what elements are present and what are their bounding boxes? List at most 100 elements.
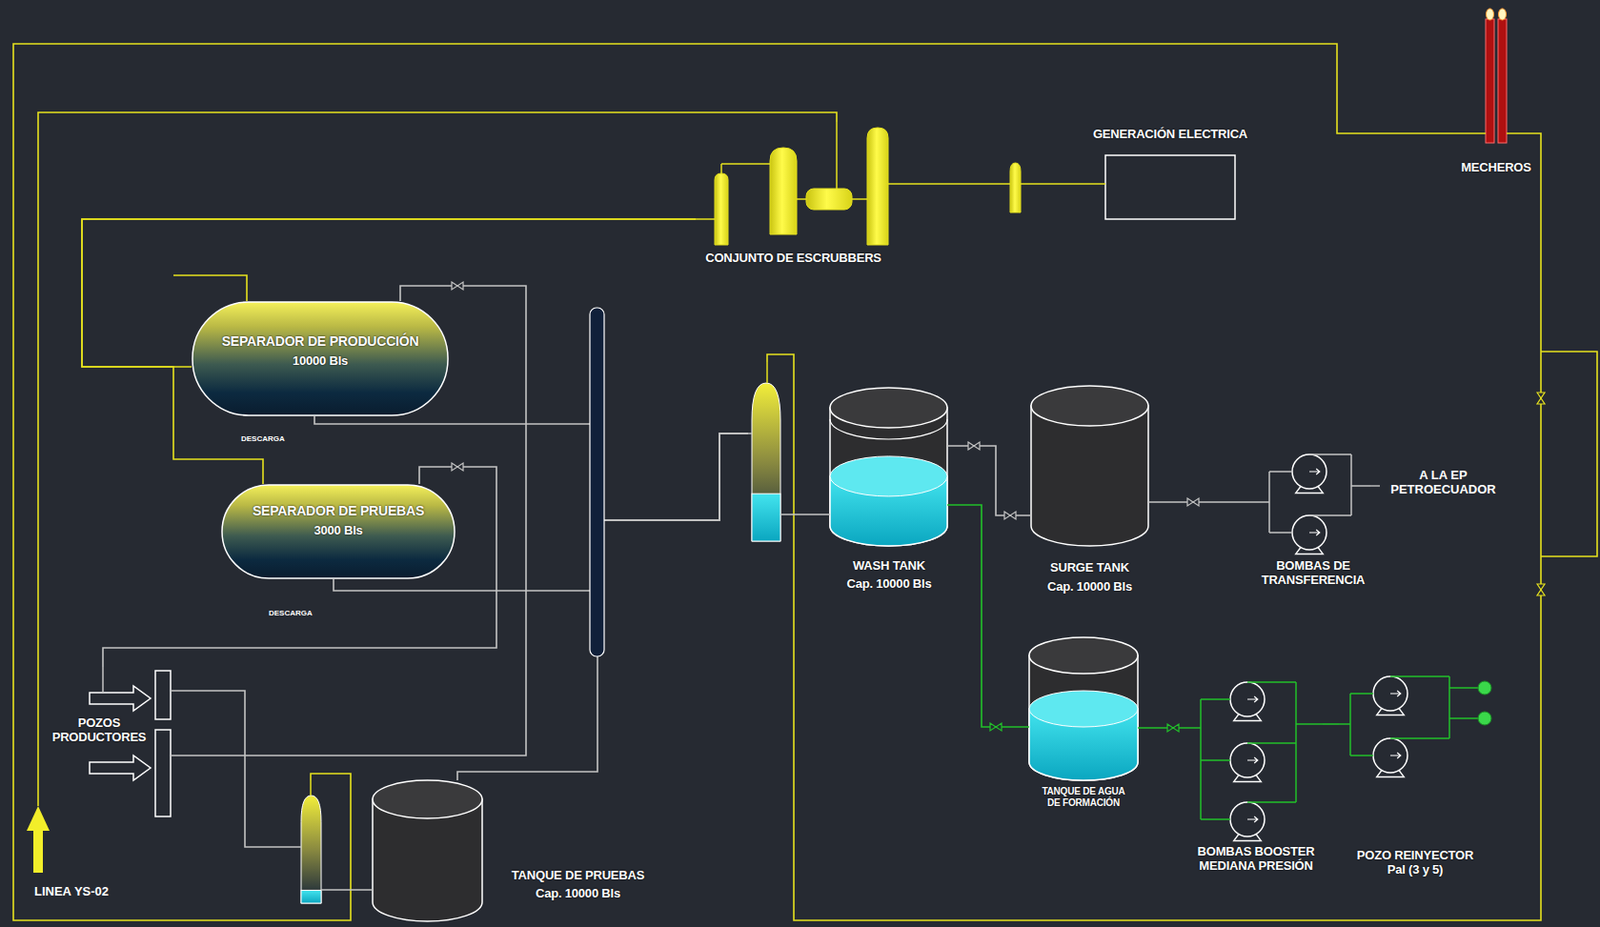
pipe-stub <box>309 780 312 796</box>
pipe-connector <box>13 43 1454 921</box>
boot-liquid <box>301 890 322 904</box>
text-holder: A LA EP PETROECUADOR <box>1383 468 1503 498</box>
pump-impeller <box>1390 690 1401 697</box>
gas-line <box>173 275 247 302</box>
node-label: GENERACIÓN ELECTRICA <box>1067 127 1274 142</box>
pump-group: BOMBAS BOOSTER MEDIANA PRESIÓN <box>1189 678 1323 887</box>
separator-vessel <box>192 302 448 416</box>
flare-stack <box>1485 19 1495 143</box>
pipe-stub <box>1309 514 1352 517</box>
pump-base <box>1377 769 1405 777</box>
tank-body <box>1031 405 1149 547</box>
wellhead-dot <box>1478 711 1492 726</box>
pipe-stub <box>1189 727 1201 730</box>
pump-impeller <box>1390 752 1401 759</box>
scrubber-vessel <box>714 173 729 245</box>
pipe-stub <box>1309 453 1352 456</box>
text-holder: BOMBAS BOOSTER MEDIANA PRESIÓN <box>1189 845 1323 874</box>
pipe-stub <box>1247 681 1297 684</box>
wash-tank: WASH TANKCap. 10000 Bls <box>748 362 958 596</box>
pipe-stub <box>1296 723 1323 726</box>
gas-boot <box>751 383 781 542</box>
valve-symbol <box>1537 392 1545 405</box>
test-tank: TANQUE DE PRUEBAS Cap. 10000 Bls <box>295 780 663 924</box>
pipe-stub <box>1453 132 1486 135</box>
node-label: TANQUE DE PRUEBAS <box>499 869 657 884</box>
node-label: POZO REINYECTOR Pal (3 y 5) <box>1348 849 1482 878</box>
pipe-connector <box>891 183 1068 185</box>
node-label: 10000 Bls <box>210 354 430 369</box>
node-label: CONJUNTO DE ESCRUBBERS <box>695 251 892 266</box>
pump-impeller <box>1247 816 1258 823</box>
pump-casing <box>1292 515 1327 550</box>
text-holder: LINEA YS-02 <box>33 882 129 900</box>
text-holder: Cap. 10000 Bls <box>1021 580 1158 595</box>
water-tank: TANQUE DE AGUA DE FORMACIÓN <box>1010 637 1157 814</box>
flare-stack <box>1498 19 1507 143</box>
node-label: BOMBAS DE TRANSFERENCIA <box>1255 559 1371 588</box>
tank-rim <box>830 419 948 440</box>
pump-base <box>1296 486 1324 493</box>
generator-box <box>1105 155 1236 220</box>
gas-line <box>1540 351 1598 557</box>
pump-base <box>1234 713 1262 721</box>
manifold <box>155 729 171 817</box>
pipe-stub <box>1295 682 1297 803</box>
pipe-line <box>957 505 1011 728</box>
pipe-stub <box>1148 501 1158 504</box>
pipe-stub <box>1349 693 1352 756</box>
text-holder: Cap. 10000 Bls <box>499 887 657 902</box>
valve-symbol <box>1167 724 1179 732</box>
pipe-stub <box>1199 699 1202 820</box>
manifold-header <box>589 307 605 657</box>
node-label: SEPARADOR DE PRUEBAS <box>240 503 437 519</box>
g-shape <box>451 282 1545 732</box>
pipe-stub <box>766 362 769 384</box>
pipe-stub <box>1021 514 1032 517</box>
flare-stack-shape <box>1453 7 1540 180</box>
pipe-stub <box>796 198 807 201</box>
gas-scrubber <box>1010 162 1021 213</box>
flow-label: DESCARGA <box>240 434 286 444</box>
pump-impeller <box>1309 529 1320 536</box>
pipe-stub <box>1247 742 1297 745</box>
pipe-line <box>1157 501 1256 504</box>
pipe-stub <box>1269 470 1293 473</box>
pipe-stub <box>321 889 373 892</box>
pipe-line <box>1322 723 1339 726</box>
node-label: WASH TANK <box>820 559 958 574</box>
pipe-stub <box>748 432 752 435</box>
tank-liquid <box>1029 690 1138 728</box>
text-holder: WASH TANK <box>820 559 958 574</box>
text-holder: TANQUE DE PRUEBAS <box>499 869 657 884</box>
pipe-stub <box>1350 754 1374 757</box>
pipe-stub <box>947 504 958 507</box>
pipe-stub <box>1010 726 1030 729</box>
pump-impeller <box>1247 696 1258 703</box>
valve-symbol <box>1004 511 1016 520</box>
pipe-line <box>891 182 1068 185</box>
pipe-stub <box>1350 692 1374 695</box>
valve-symbol <box>990 723 1002 731</box>
scrubber-vessel <box>806 188 852 210</box>
node-label: 3000 Bls <box>240 524 437 539</box>
pipe-stub <box>851 198 868 201</box>
separator-vessel: SEPARADOR DE PRODUCCIÓN10000 Bls <box>191 301 449 417</box>
pump-base <box>1234 833 1262 841</box>
node-label: Cap. 10000 Bls <box>499 887 657 902</box>
pipe-stub <box>1268 471 1271 533</box>
text-holder: 3000 Bls <box>240 524 437 539</box>
pipe-connector <box>1157 502 1256 504</box>
pipe-stub <box>101 667 104 693</box>
scrubber-group-shape <box>695 121 892 271</box>
text-holder: POZOS PRODUCTORES <box>45 716 153 746</box>
pipe-stub <box>888 182 892 185</box>
pipe-stub <box>1255 501 1270 504</box>
injection-well: POZO REINYECTOR Pal (3 y 5) <box>1338 671 1497 886</box>
valve-symbol <box>1537 584 1545 596</box>
text-holder: CONJUNTO DE ESCRUBBERS <box>695 251 892 266</box>
valve-symbol <box>1187 498 1199 507</box>
pipe-stub <box>1269 531 1293 534</box>
text-holder: MECHEROS <box>1453 161 1540 176</box>
